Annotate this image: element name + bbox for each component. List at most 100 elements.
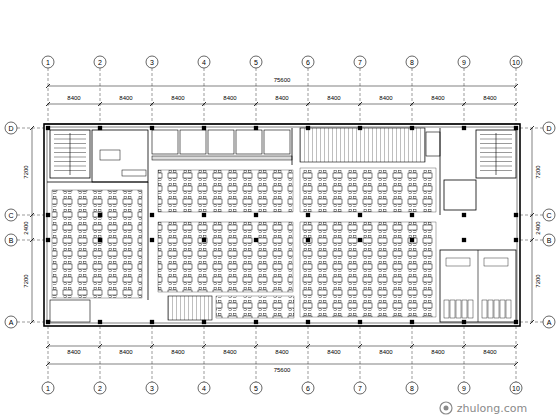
axis-line [516, 68, 517, 124]
column [514, 238, 518, 242]
column [514, 126, 518, 130]
column [358, 126, 362, 130]
axis-number: 9 [462, 59, 466, 66]
axis-line [100, 68, 101, 124]
stair-rail [496, 133, 497, 175]
toilet-stall [444, 300, 449, 318]
dimension-text: 7200 [535, 273, 541, 288]
axis-bubble [354, 382, 366, 394]
axis-line [412, 68, 413, 124]
dimension-line [48, 364, 516, 365]
axis-bubble [510, 56, 522, 68]
axis-line [412, 326, 413, 382]
column [306, 238, 310, 242]
shaft [426, 132, 440, 156]
axis-line [204, 68, 205, 124]
dimension-text: 8400 [274, 349, 289, 355]
column [254, 238, 258, 242]
axis-line [100, 326, 101, 382]
wash-basin [484, 258, 508, 266]
axis-number: 8 [410, 385, 414, 392]
column [202, 213, 206, 217]
axis-bubble [94, 382, 106, 394]
column [150, 320, 154, 324]
dimension-tick [306, 344, 310, 348]
axis-bubble [302, 382, 314, 394]
axis-letter: A [9, 319, 14, 326]
counter [122, 170, 146, 176]
dimension-text: 8400 [170, 349, 185, 355]
dimension-text: 8400 [378, 349, 393, 355]
dimension-tick [98, 344, 102, 348]
dimension-text: 75600 [273, 77, 292, 83]
axis-bubble [5, 234, 17, 246]
axis-line [360, 326, 361, 382]
watermark-logo [444, 406, 449, 411]
dimension-text: 8400 [118, 95, 133, 101]
column [98, 213, 102, 217]
column [306, 126, 310, 130]
dimension-tick [30, 126, 34, 130]
dimension-tick [46, 344, 50, 348]
axis-line [516, 326, 517, 382]
column [150, 213, 154, 217]
toilet-stall [462, 300, 467, 318]
dimension-tick [202, 102, 206, 106]
dimension-text: 8400 [274, 95, 289, 101]
column [46, 213, 50, 217]
axis-letter: C [546, 212, 551, 219]
dimension-tick [530, 213, 534, 217]
dimension-text: 7200 [535, 164, 541, 179]
column [150, 238, 154, 242]
column [202, 238, 206, 242]
dimension-text: 8400 [170, 95, 185, 101]
toilet-stall [482, 300, 487, 318]
axis-bubble [42, 382, 54, 394]
equipment [100, 150, 120, 160]
dimension-tick [46, 102, 50, 106]
axis-line [152, 68, 153, 124]
dimension-tick [46, 362, 50, 366]
axis-line [17, 322, 44, 323]
toilet-room [440, 250, 516, 322]
dimension-tick [46, 84, 50, 88]
axis-line [308, 326, 309, 382]
column [150, 126, 154, 130]
dimension-tick [358, 102, 362, 106]
axis-letter: A [547, 319, 552, 326]
axis-bubble [543, 234, 555, 246]
dimension-tick [514, 362, 518, 366]
axis-line [48, 326, 49, 382]
toilet-stall [500, 300, 505, 318]
axis-number: 2 [98, 59, 102, 66]
axis-bubble [406, 56, 418, 68]
table-group [300, 222, 436, 317]
axis-number: 1 [46, 385, 50, 392]
axis-number: 4 [202, 59, 206, 66]
column [358, 213, 362, 217]
axis-bubble [458, 56, 470, 68]
dimension-text: 8400 [430, 349, 445, 355]
dimension-tick [150, 344, 154, 348]
dimension-tick [254, 102, 258, 106]
axis-line [17, 215, 44, 216]
dimension-text: 7200 [23, 273, 29, 288]
axis-bubble [354, 56, 366, 68]
axis-bubble [302, 56, 314, 68]
axis-line [48, 68, 49, 124]
axis-line [360, 68, 361, 124]
column [46, 238, 50, 242]
dimension-text: 8400 [222, 95, 237, 101]
axis-line [152, 326, 153, 382]
axis-number: 3 [150, 59, 154, 66]
dimension-text: 2400 [535, 220, 541, 235]
service-room [208, 130, 234, 154]
kitchen-room [92, 130, 148, 182]
axis-line [464, 326, 465, 382]
axis-letter: D [546, 125, 551, 132]
dimension-tick [530, 320, 534, 324]
dimension-tick [462, 344, 466, 348]
column [410, 320, 414, 324]
column [410, 213, 414, 217]
axis-bubble [250, 382, 262, 394]
